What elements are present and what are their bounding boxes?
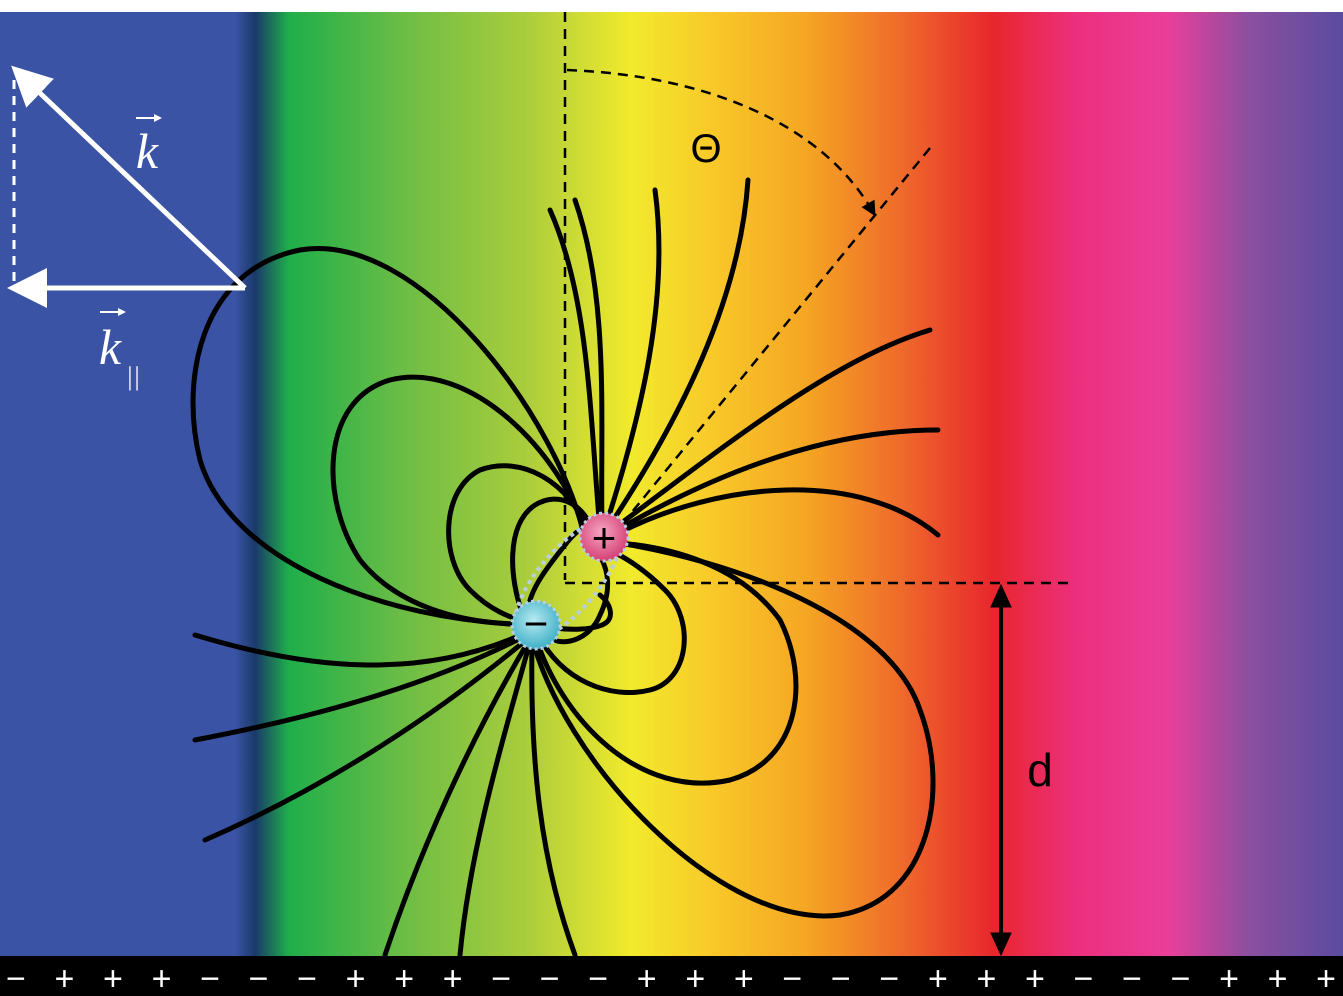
field-line <box>602 187 662 531</box>
field-line <box>611 427 941 535</box>
field-line <box>446 463 593 625</box>
field-line <box>457 639 533 958</box>
construction-lines <box>563 12 1075 585</box>
k-label: k <box>136 123 159 179</box>
dipole-axis-line <box>604 147 931 546</box>
field-line <box>202 637 529 843</box>
k-parallel-label-arrowhead <box>118 308 126 316</box>
field-line <box>192 633 528 743</box>
k-parallel-subscript: || <box>126 362 140 391</box>
k-parallel-label: k <box>99 319 122 375</box>
field-line <box>547 207 603 533</box>
field-line <box>192 631 526 668</box>
minus-charge-label: − <box>524 600 549 647</box>
field-line <box>552 592 613 632</box>
field-line <box>605 177 751 531</box>
k-label-arrowhead <box>154 114 162 122</box>
minus-charge: − <box>510 599 562 651</box>
field-line <box>382 639 531 958</box>
field-line <box>510 496 597 615</box>
field-line <box>542 553 611 645</box>
k-vector-arrow <box>11 65 247 290</box>
plus-charge-label: + <box>592 514 617 561</box>
plus-charge: + <box>578 511 630 563</box>
field-line <box>572 197 605 533</box>
field-line <box>527 537 936 919</box>
surface-charge-pattern: − + + + − − − + + + − − − + + + − − − + … <box>6 960 1336 996</box>
field-line <box>531 539 799 786</box>
distance-label: d <box>1027 744 1053 796</box>
k-label-group: k <box>136 114 162 179</box>
field-line <box>190 246 588 628</box>
field-line <box>535 545 687 695</box>
wave-vector-triangle <box>7 65 247 308</box>
surface-strip <box>0 956 1343 996</box>
field-line <box>330 374 591 627</box>
theta-arc <box>566 68 876 217</box>
field-line <box>612 487 941 538</box>
field-line <box>609 327 933 533</box>
field-line <box>529 639 578 958</box>
theta-label: Θ <box>690 127 721 171</box>
distance-arrow <box>990 583 1012 957</box>
k-parallel-label-group: k || <box>99 308 140 391</box>
field-lines <box>190 177 941 958</box>
